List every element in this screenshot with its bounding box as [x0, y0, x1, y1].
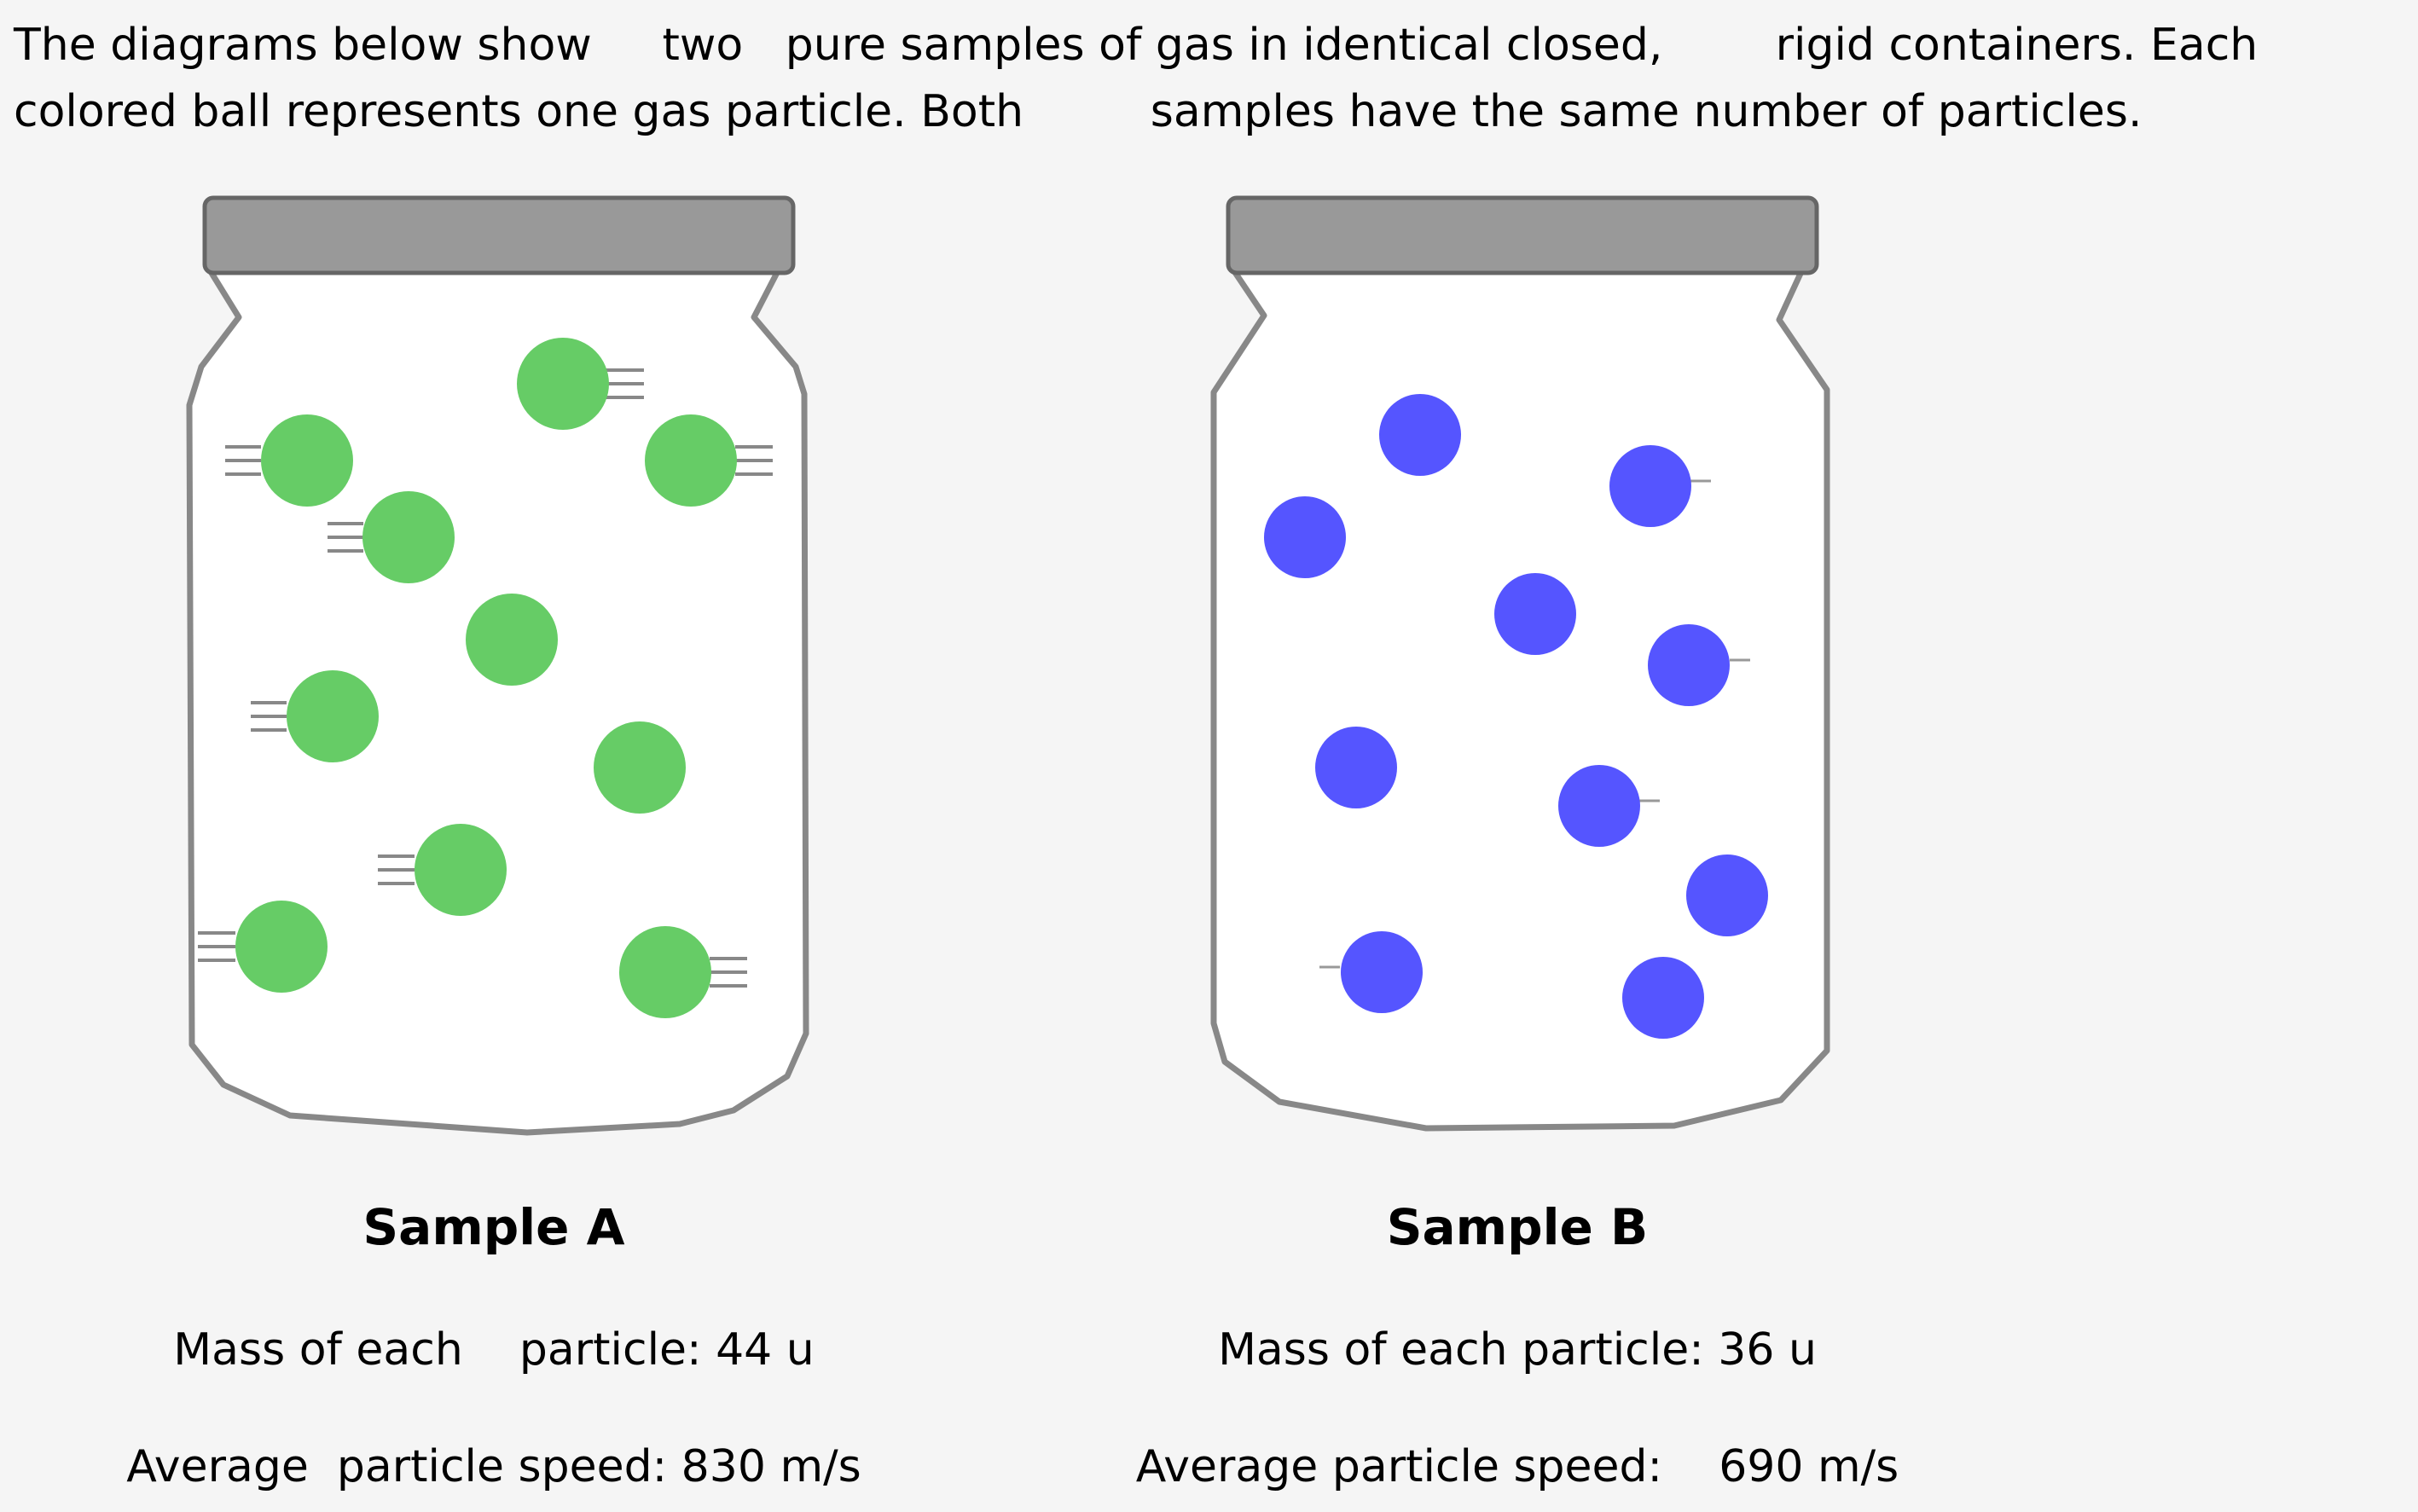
gas-particle	[235, 901, 328, 993]
gas-particle	[1315, 727, 1397, 808]
gas-particle	[1609, 445, 1691, 527]
jar-a-lid	[202, 195, 796, 275]
jar-b-motion-lines	[1319, 479, 1750, 969]
sample-a-speed: Average particle speed: 830 m/s	[126, 1441, 861, 1492]
gas-particle	[594, 721, 686, 814]
intro-line-2: colored ball represents one gas particle…	[14, 86, 2143, 137]
sample-b-speed: Average particle speed: 690 m/s	[1135, 1441, 1899, 1492]
gas-particle	[466, 594, 558, 686]
intro-line-1: The diagrams below show two pure samples…	[14, 20, 2259, 71]
gas-particle	[1494, 573, 1576, 655]
gas-particle	[517, 338, 609, 430]
jar-b-lid	[1226, 195, 1819, 275]
motion-lines	[735, 445, 773, 476]
jar-sample-a	[186, 195, 809, 1136]
sample-b-label: Sample B	[1386, 1198, 1649, 1256]
gas-particle	[1341, 931, 1423, 1013]
jar-sample-b	[1210, 195, 1830, 1132]
motion-lines	[198, 931, 235, 962]
sample-b-mass: Mass of each particle: 36 u	[1218, 1324, 1817, 1376]
sample-a-mass: Mass of each particle: 44 u	[173, 1324, 815, 1376]
gas-particle	[1686, 854, 1768, 936]
gas-particle	[619, 926, 711, 1018]
jar-a-motion-lines	[198, 368, 773, 988]
intro-text: The diagrams below show two pure samples…	[14, 12, 2258, 145]
gas-particle	[261, 414, 353, 507]
gas-particle	[362, 491, 455, 583]
gas-particle	[1622, 957, 1704, 1039]
jar-b-body	[1210, 263, 1830, 1132]
gas-particle	[1264, 496, 1346, 578]
sample-a-label: Sample A	[362, 1198, 625, 1256]
jar-a-body	[186, 263, 809, 1136]
jar-a-particles	[235, 338, 737, 1018]
jar-b-particles	[1264, 394, 1768, 1039]
motion-lines	[710, 957, 747, 988]
motion-lines	[328, 522, 363, 553]
gas-particle	[645, 414, 737, 507]
gas-particle	[1379, 394, 1461, 476]
motion-lines	[225, 445, 261, 476]
motion-lines	[606, 368, 644, 399]
motion-lines	[378, 854, 415, 885]
gas-particle	[1558, 765, 1640, 847]
gas-particle	[1648, 624, 1730, 706]
motion-lines	[251, 701, 287, 732]
gas-particle	[287, 670, 379, 762]
gas-particle	[415, 824, 507, 916]
